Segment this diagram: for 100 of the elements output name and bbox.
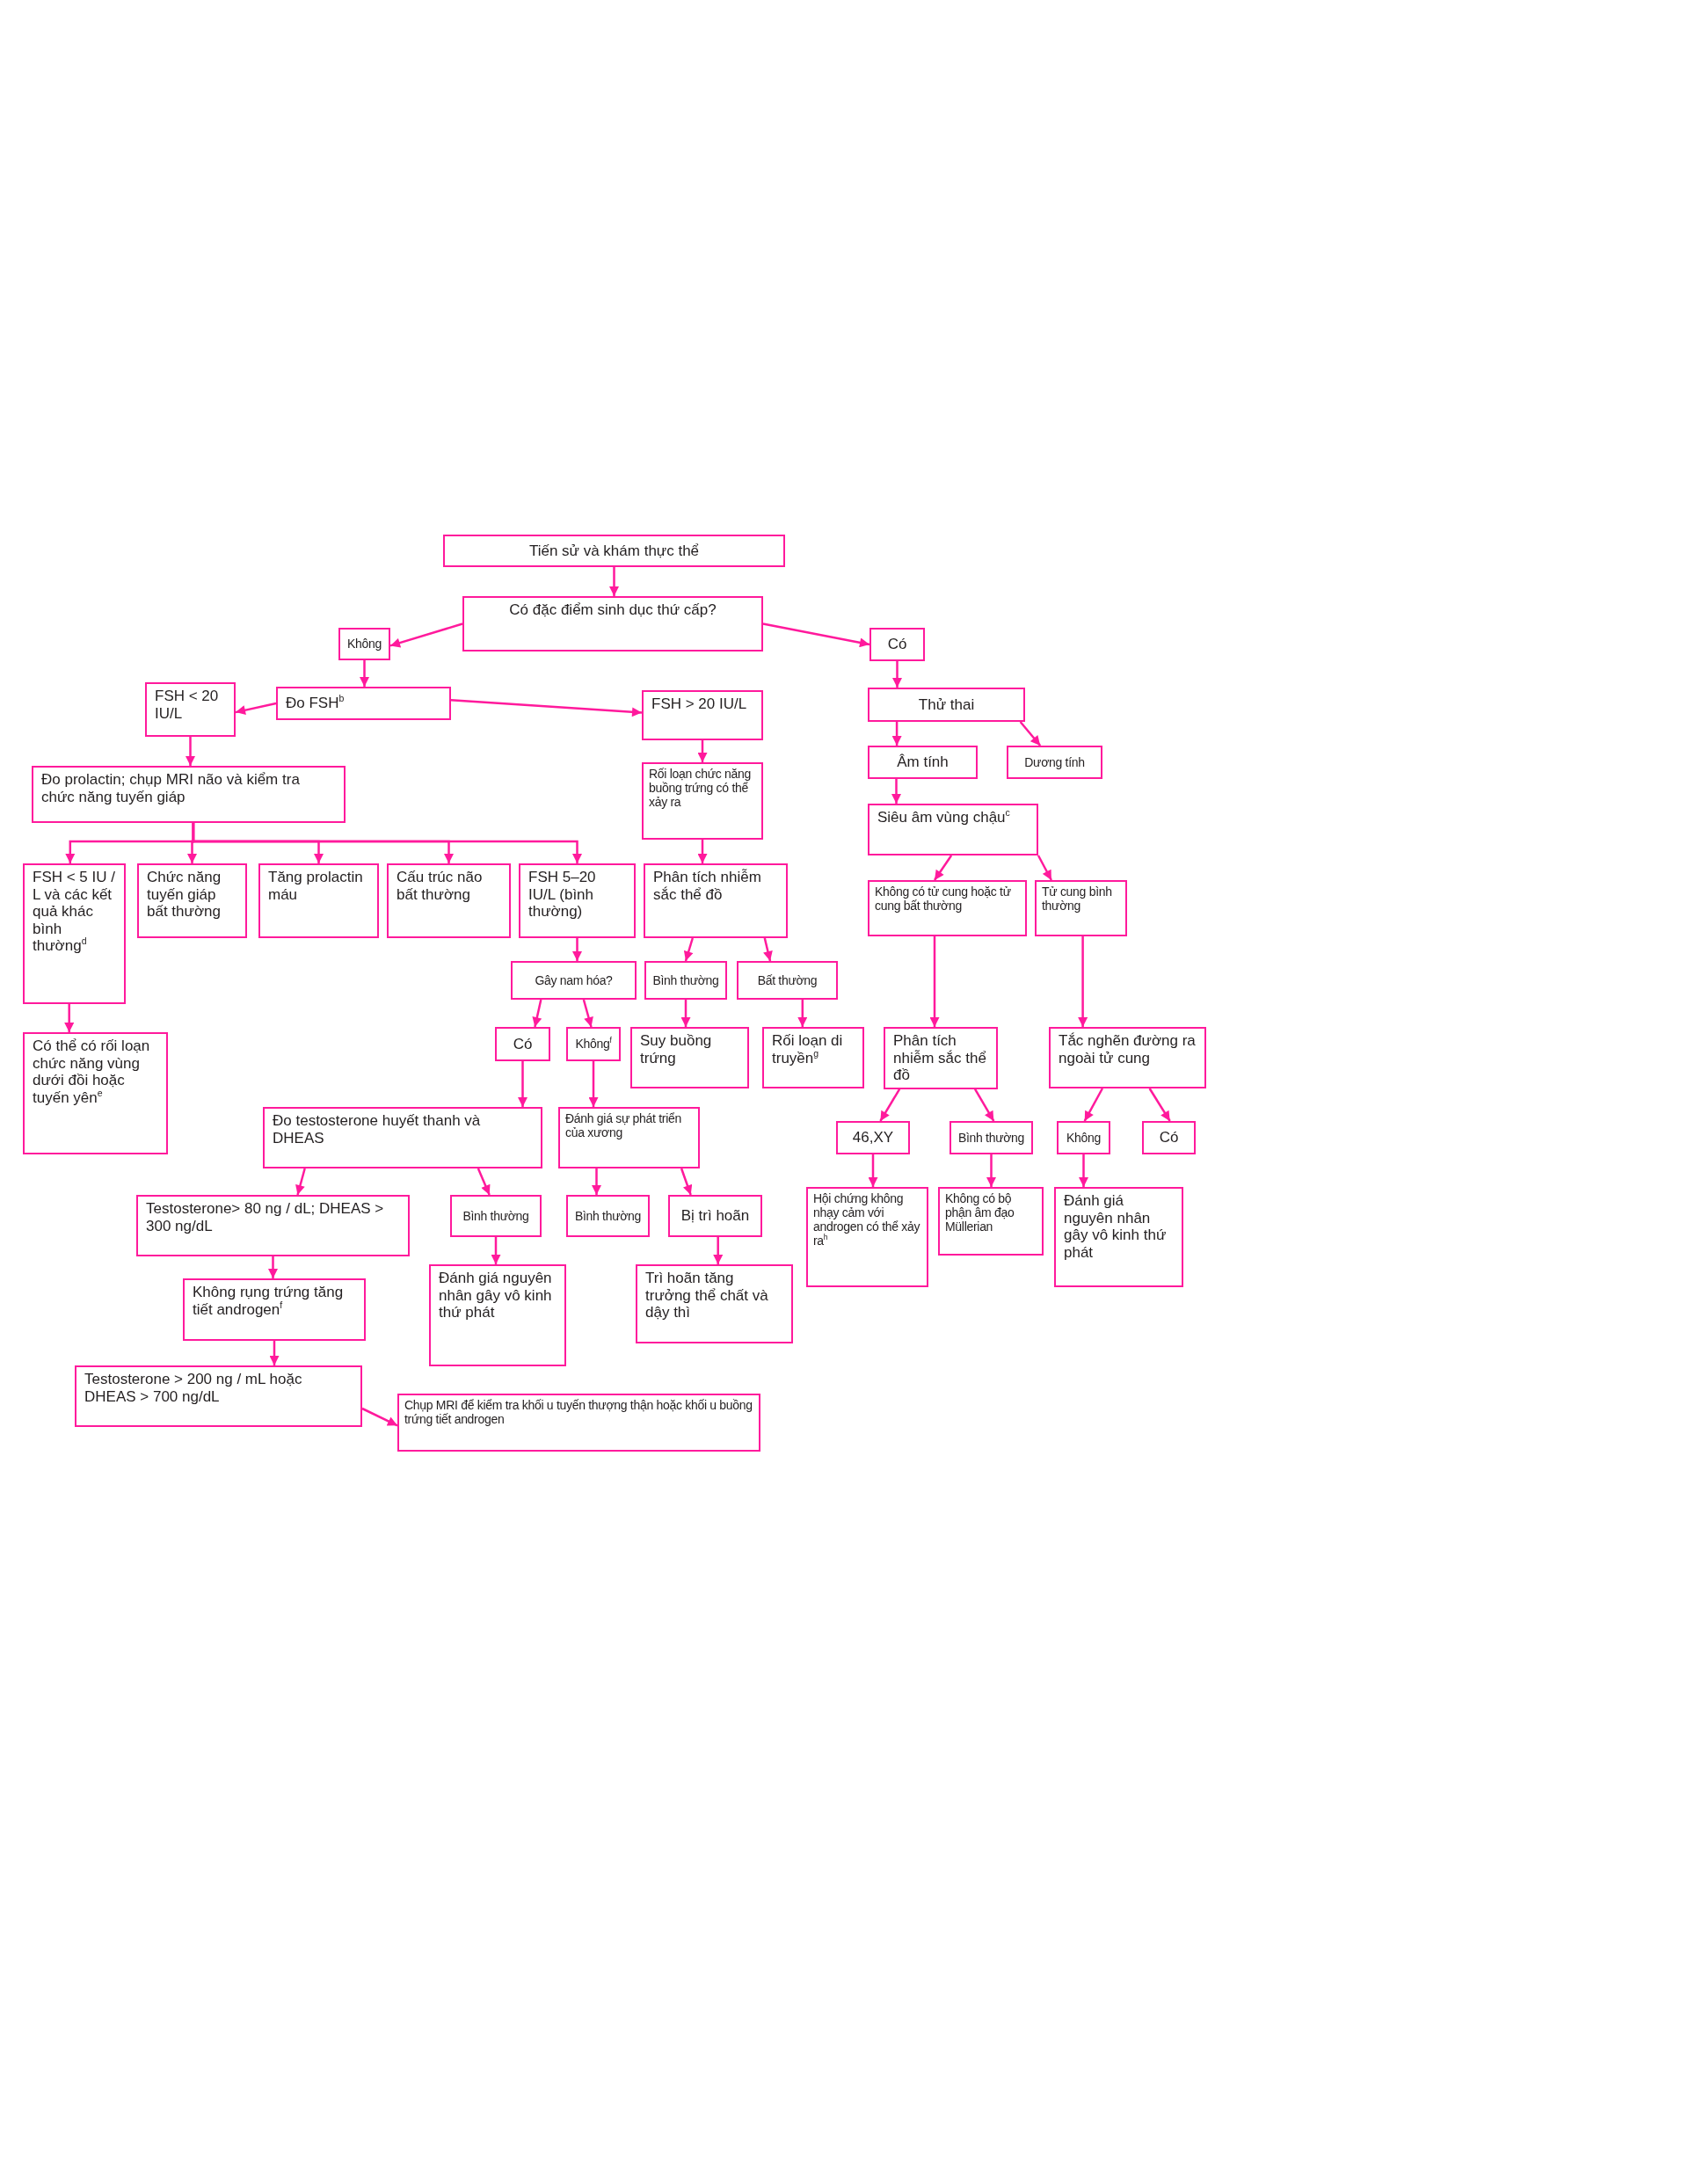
process-box: [136, 1195, 410, 1256]
process-box: [1054, 1187, 1183, 1287]
step-label: Không: [1066, 1130, 1101, 1146]
process-box: [276, 687, 451, 720]
step-label: Đánh giá sự phát triển của xương: [565, 1111, 682, 1140]
arrow: [360, 660, 369, 687]
process-box: [868, 688, 1025, 722]
step-label: Trì hoãn tăng trưởng thể chất và dậy thì: [645, 1270, 769, 1321]
arrow: [891, 779, 901, 804]
arrow: [697, 840, 708, 863]
arrow: [361, 1407, 398, 1427]
process-box: [869, 628, 925, 661]
process-box: [938, 1187, 1044, 1256]
arrow: [892, 661, 902, 688]
step-label: Bình thường: [957, 1130, 1025, 1146]
arrow: [797, 1000, 808, 1027]
process-box: [397, 1394, 760, 1452]
step-label: Testosterone > 200 ng / mL hoặc DHEAS > 700 ng/dL: [84, 1371, 303, 1406]
step-label: Siêu âm vùng chậu$^{c}$: [877, 809, 1010, 826]
process-box: [762, 1027, 864, 1088]
arrow: [572, 938, 582, 961]
step-label: FSH 5–20 IU/L (bình thường): [528, 869, 597, 921]
arrow: [763, 937, 773, 962]
arrow: [592, 1168, 601, 1195]
arrow: [268, 1256, 278, 1278]
step-label: Đánh giá nguyên nhân gây vô kinh thứ phát: [439, 1270, 553, 1321]
step-label: Có: [887, 636, 907, 653]
step-label: Tắc nghẽn đường ra ngoài tử cung: [1059, 1032, 1197, 1067]
process-box: [387, 863, 511, 938]
arrow: [295, 1168, 306, 1196]
step-label: Có thể có rối loạn chức năng vùng dưới đồi hoặc tuyến yên$^{e}$: [33, 1037, 151, 1107]
step-label: Phân tích nhiễm sắc thể đồ: [653, 869, 762, 904]
process-box: [806, 1187, 928, 1287]
arrow: [1037, 855, 1052, 881]
arrow: [477, 1168, 491, 1196]
arrow: [588, 1061, 599, 1107]
process-box: [636, 1264, 793, 1343]
step-label: Tăng prolactin máu: [268, 869, 364, 904]
arrow: [192, 823, 582, 863]
step-label: Phân tích nhiễm sắc thể đồ: [893, 1032, 987, 1084]
arrow: [879, 1088, 901, 1122]
arrow: [973, 1088, 995, 1122]
step-label: Có: [513, 1035, 533, 1053]
arrow: [532, 999, 542, 1028]
arrow: [64, 1004, 75, 1032]
process-box: [566, 1027, 621, 1061]
process-box: [836, 1121, 910, 1154]
step-label: Không có tử cung hoặc tử cung bất thường: [875, 885, 1012, 914]
step-label: Bình thường: [652, 972, 719, 988]
process-box: [630, 1027, 749, 1088]
process-box: [519, 863, 636, 938]
process-box: [495, 1027, 550, 1061]
process-box: [737, 961, 838, 1000]
process-box: [75, 1365, 362, 1427]
arrow: [697, 740, 708, 762]
step-label: Thử thai: [918, 695, 975, 714]
step-label: Âm tính: [897, 753, 949, 771]
step-label: Bình thường: [574, 1208, 642, 1224]
process-box: [183, 1278, 366, 1341]
process-box: [950, 1121, 1033, 1154]
step-label: Đo prolactin; chụp MRI não và kiểm tra chức năng tuyến giáp: [41, 771, 301, 806]
process-box: [884, 1027, 998, 1089]
arrow: [929, 936, 940, 1027]
process-box: [258, 863, 379, 938]
step-label: Đo testosterone huyết thanh và DHEAS: [273, 1112, 482, 1147]
process-box: [462, 596, 763, 652]
process-box: [644, 961, 727, 1000]
step-label: Gây nam hóa?: [535, 972, 613, 988]
process-box: [511, 961, 637, 1000]
process-box: [32, 766, 346, 823]
arrow: [868, 1154, 878, 1187]
step-label: Bất thường: [757, 972, 818, 988]
process-box: [443, 535, 785, 567]
process-box: [558, 1107, 700, 1168]
step-label: Có: [1159, 1129, 1179, 1147]
process-box: [868, 880, 1027, 936]
process-box: [644, 863, 788, 938]
arrow: [582, 999, 593, 1028]
process-box: [429, 1264, 566, 1366]
arrow: [269, 1341, 280, 1365]
step-label: Rối loạn di truyền$^{g}$: [772, 1032, 844, 1067]
step-label: Dương tính: [1024, 754, 1085, 770]
process-box: [642, 690, 763, 740]
arrow: [389, 622, 463, 648]
process-box: [1007, 746, 1102, 779]
step-label: Đo FSH$^{b}$: [286, 695, 345, 712]
step-label: 46,XY: [852, 1129, 894, 1147]
arrow: [762, 622, 870, 648]
process-box: [145, 682, 236, 737]
process-box: [263, 1107, 542, 1168]
arrow: [491, 1237, 501, 1264]
step-label: Tiến sử và khám thực thể: [528, 542, 700, 560]
process-box: [868, 746, 978, 779]
process-box: [868, 804, 1038, 855]
step-label: Cấu trúc não bất thường: [397, 869, 484, 904]
arrow: [933, 855, 953, 881]
arrow: [609, 567, 619, 596]
arrow: [713, 1237, 724, 1264]
step-label: Tử cung bình thường: [1042, 885, 1113, 914]
arrow: [891, 722, 902, 746]
